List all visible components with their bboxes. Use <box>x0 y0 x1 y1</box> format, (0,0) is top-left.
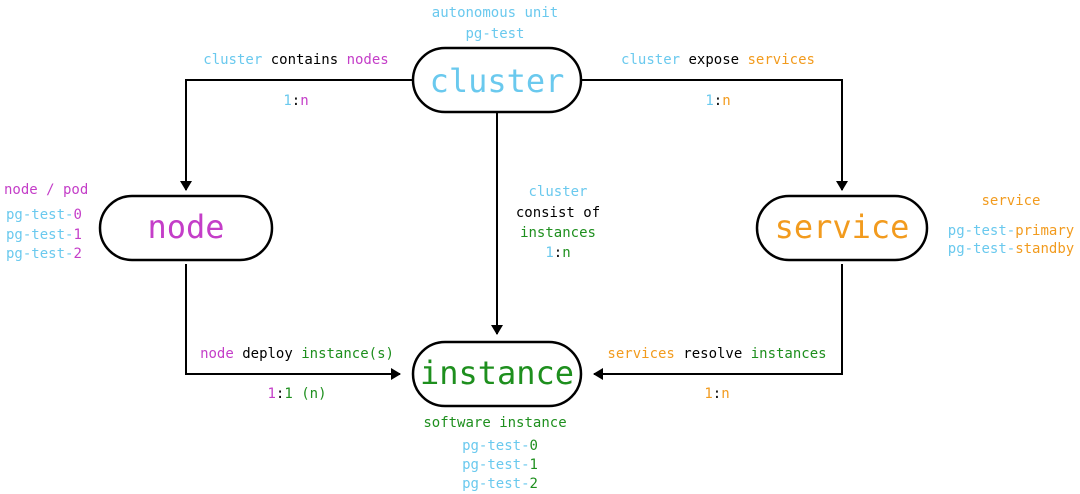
caption-suffix: 2 <box>73 246 81 262</box>
cardinality-node-instance: 1:1 (n) <box>267 386 326 402</box>
edge-label-verb: deploy <box>234 346 301 362</box>
edge-label-object: services <box>748 52 815 68</box>
cardinality-sep: : <box>554 245 562 261</box>
instance-node-label: instance <box>420 354 574 392</box>
edge-label-subject: services <box>607 346 674 362</box>
caption-prefix: pg-test- <box>6 207 73 223</box>
edge-cluster-to-node <box>180 79 413 191</box>
cardinality-sep: : <box>714 93 722 109</box>
cardinality-cluster-service: 1:n <box>705 93 730 109</box>
service-caption-title: service <box>981 193 1040 209</box>
caption-prefix: pg-test- <box>948 223 1015 239</box>
caption-prefix: pg-test- <box>462 476 529 492</box>
node-node-label: node <box>147 208 224 246</box>
instance-caption-item: pg-test-1 <box>462 457 538 473</box>
edge-label-verb: expose <box>680 52 747 68</box>
cardinality-left: 1 <box>704 386 712 402</box>
edge-label-service-instance: services resolve instances <box>607 346 826 362</box>
caption-prefix: pg-test- <box>6 227 73 243</box>
edge-node-to-instance <box>185 264 401 380</box>
node-caption-item: pg-test-1 <box>6 227 82 243</box>
service-caption-item: pg-test-standby <box>948 241 1074 257</box>
edge-label-object: instances <box>751 346 827 362</box>
caption-suffix: 0 <box>73 207 81 223</box>
edge-label-subject: cluster <box>621 52 680 68</box>
caption-suffix: 1 <box>530 457 538 473</box>
instance-caption-item: pg-test-0 <box>462 438 538 454</box>
instance-caption-item: pg-test-2 <box>462 476 538 492</box>
cardinality-right: 1 (n) <box>284 386 326 402</box>
edge-label-cluster-instance-line3: instances <box>520 225 596 241</box>
edge-label-cluster-instance-line1: cluster <box>528 184 587 200</box>
service-caption-item: pg-test-primary <box>948 223 1074 239</box>
edge-label-cluster-node: cluster contains nodes <box>203 52 388 68</box>
edge-label-subject: cluster <box>203 52 262 68</box>
edge-label-cluster-instance-line2: consist of <box>516 205 600 221</box>
cardinality-right: n <box>721 386 729 402</box>
cardinality-left: 1 <box>705 93 713 109</box>
edge-label-node-instance: node deploy instance(s) <box>200 346 394 362</box>
caption-suffix: primary <box>1015 223 1074 239</box>
cardinality-right: n <box>722 93 730 109</box>
node-caption-item: pg-test-0 <box>6 207 82 223</box>
cluster-node[interactable]: cluster <box>411 46 583 114</box>
caption-prefix: pg-test- <box>462 438 529 454</box>
cardinality-sep: : <box>713 386 721 402</box>
cardinality-sep: : <box>276 386 284 402</box>
edge-label-object: nodes <box>347 52 389 68</box>
edge-label-verb: contains <box>262 52 346 68</box>
service-node-label: service <box>775 208 910 246</box>
edge-label-verb: resolve <box>675 346 751 362</box>
caption-suffix: 1 <box>73 227 81 243</box>
edge-service-to-instance <box>593 264 843 380</box>
cardinality-right: n <box>562 245 570 261</box>
edge-label-subject: node <box>200 346 234 362</box>
caption-suffix: 2 <box>530 476 538 492</box>
node-caption-item: pg-test-2 <box>6 246 82 262</box>
caption-suffix: 0 <box>530 438 538 454</box>
cluster-caption-line1: autonomous unit <box>432 5 558 21</box>
cardinality-sep: : <box>292 93 300 109</box>
edge-label-object: instance(s) <box>301 346 394 362</box>
edge-label-cluster-service: cluster expose services <box>621 52 815 68</box>
edge-cluster-to-service <box>581 79 848 191</box>
instance-caption-title: software instance <box>423 415 566 431</box>
node-node[interactable]: node <box>98 194 274 262</box>
service-node[interactable]: service <box>755 194 929 262</box>
cardinality-cluster-node: 1:n <box>283 93 308 109</box>
cardinality-cluster-instance: 1:n <box>545 245 570 261</box>
cluster-caption-line2: pg-test <box>465 26 524 42</box>
caption-prefix: pg-test- <box>948 241 1015 257</box>
cardinality-left: 1 <box>545 245 553 261</box>
cardinality-left: 1 <box>283 93 291 109</box>
cardinality-left: 1 <box>267 386 275 402</box>
caption-prefix: pg-test- <box>462 457 529 473</box>
caption-suffix: standby <box>1015 241 1074 257</box>
instance-node[interactable]: instance <box>411 340 583 408</box>
caption-prefix: pg-test- <box>6 246 73 262</box>
cardinality-right: n <box>300 93 308 109</box>
cluster-node-label: cluster <box>430 62 565 100</box>
node-caption-title: node / pod <box>4 182 88 198</box>
cardinality-service-instance: 1:n <box>704 386 729 402</box>
